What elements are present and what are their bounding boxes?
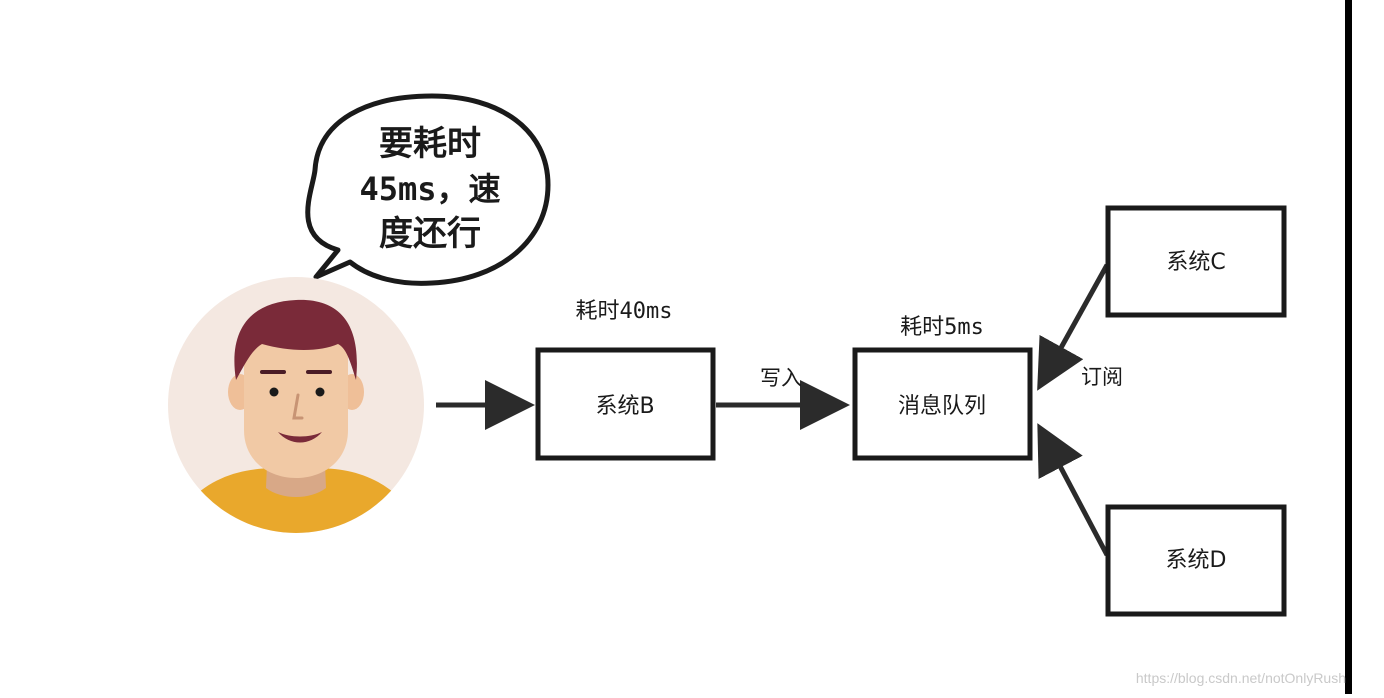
system-c-box: [1105, 205, 1287, 318]
speech-bubble-shape: [305, 93, 551, 286]
avatar-hair: [234, 299, 357, 380]
system-c-node: 系统C: [1105, 205, 1287, 318]
speech-bubble: 要耗时 45ms，速 度还行: [305, 93, 551, 286]
write-label: 写入: [760, 366, 802, 390]
message-queue-label: 消息队列: [898, 394, 986, 419]
speech-bubble-line-2: 45ms，速: [359, 170, 500, 208]
subscribe-label: 订阅: [1081, 365, 1123, 389]
watermark-text: https://blog.csdn.net/notOnlyRush: [1135, 670, 1346, 686]
avatar-nose: [292, 393, 304, 420]
avatar-mouth: [278, 432, 322, 443]
person-avatar-icon: [168, 277, 424, 533]
avatar-eye-right: [315, 387, 325, 397]
speech-bubble-line-1: 要耗时: [379, 124, 481, 164]
arrow-system-c-to-queue: [1037, 263, 1110, 391]
avatar-eye-left: [269, 387, 279, 397]
speech-bubble-line-3: 度还行: [379, 214, 481, 254]
arrow-system-d-to-queue: [1037, 423, 1110, 557]
system-c-label: 系统C: [1166, 250, 1225, 275]
system-b-time-label: 耗时40ms: [576, 299, 673, 324]
system-b-node: 耗时40ms 系统B: [535, 299, 716, 461]
avatar-face: [244, 312, 348, 478]
system-d-label: 系统D: [1166, 548, 1227, 573]
system-d-node: 系统D: [1105, 504, 1287, 617]
message-queue-node: 耗时5ms 消息队列: [852, 315, 1033, 461]
right-border-bar: [1345, 0, 1352, 694]
message-queue-time-label: 耗时5ms: [900, 315, 984, 340]
system-b-label: 系统B: [595, 394, 654, 419]
message-queue-box: [852, 347, 1033, 461]
system-b-box: [535, 347, 716, 461]
system-d-box: [1105, 504, 1287, 617]
